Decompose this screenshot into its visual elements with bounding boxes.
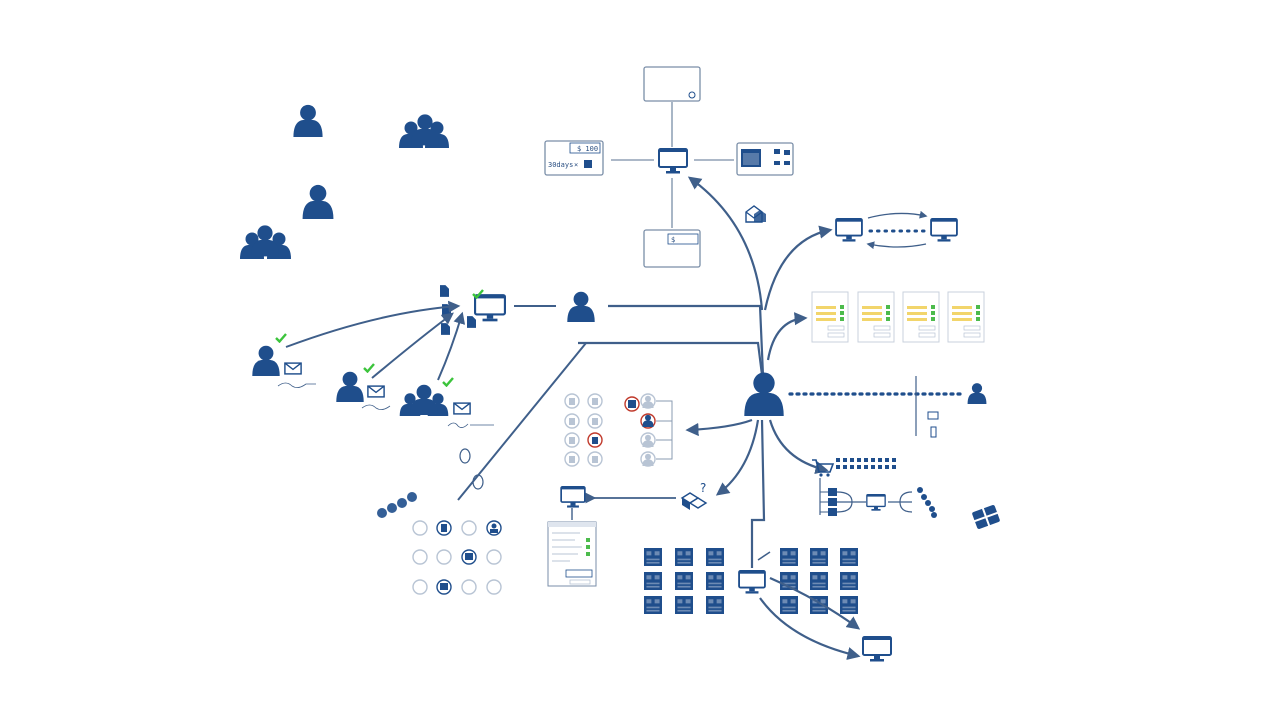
monitor-icon: [738, 570, 766, 594]
person-icon: [336, 371, 364, 402]
envelope-stack-icon: [745, 205, 766, 223]
icon-grid: [412, 520, 502, 595]
envelope-icon: [367, 385, 385, 398]
monitor-icon: [560, 486, 586, 508]
document-icon: [440, 285, 449, 297]
monitor-icon: [474, 294, 506, 322]
person-icon: [302, 184, 334, 219]
person-icon: [967, 383, 987, 404]
person-icon: [567, 291, 595, 322]
group-icon: [399, 114, 449, 148]
gift-icon: [972, 505, 1000, 529]
monitor-icon: [658, 148, 688, 174]
document-icon: [467, 316, 476, 328]
group-icon: [240, 225, 291, 259]
monitor-icon: [862, 636, 892, 662]
server-rack-right: [780, 548, 858, 614]
checkmark-icon: [363, 363, 375, 373]
svg-text:?: ?: [700, 481, 706, 495]
chain-icon: [377, 492, 417, 518]
top-cluster: $ 100 30days × $: [544, 66, 794, 268]
checkmark-icon: [442, 377, 454, 387]
central-person-icon: [744, 372, 784, 416]
price-label: $ 100: [577, 145, 598, 153]
multiply-label: ×: [574, 161, 578, 169]
person-icon: [252, 345, 280, 376]
bottom-card-label: $: [671, 236, 675, 244]
days-label: 30days: [548, 161, 573, 169]
monitor-icon: [835, 218, 863, 242]
person-icon: [293, 104, 323, 137]
server-rack-left: [644, 548, 724, 614]
shopping-cart-icon: [812, 459, 835, 477]
form-card: [547, 521, 597, 587]
checkmark-icon: [275, 333, 287, 343]
gift-icon: [584, 160, 592, 168]
document-icon: [441, 323, 450, 335]
envelope-icon: [284, 362, 302, 375]
product-dots: [836, 458, 896, 469]
top-card: [643, 66, 701, 102]
flow-tree: [819, 478, 937, 518]
monitor-icon: [930, 218, 958, 242]
question-icon: ?: [680, 481, 708, 510]
document-forms: [811, 291, 985, 343]
group-icon: [399, 384, 449, 416]
envelope-icon: [453, 402, 471, 415]
selection-grid: [564, 393, 673, 467]
calendar-icon: [741, 149, 761, 167]
